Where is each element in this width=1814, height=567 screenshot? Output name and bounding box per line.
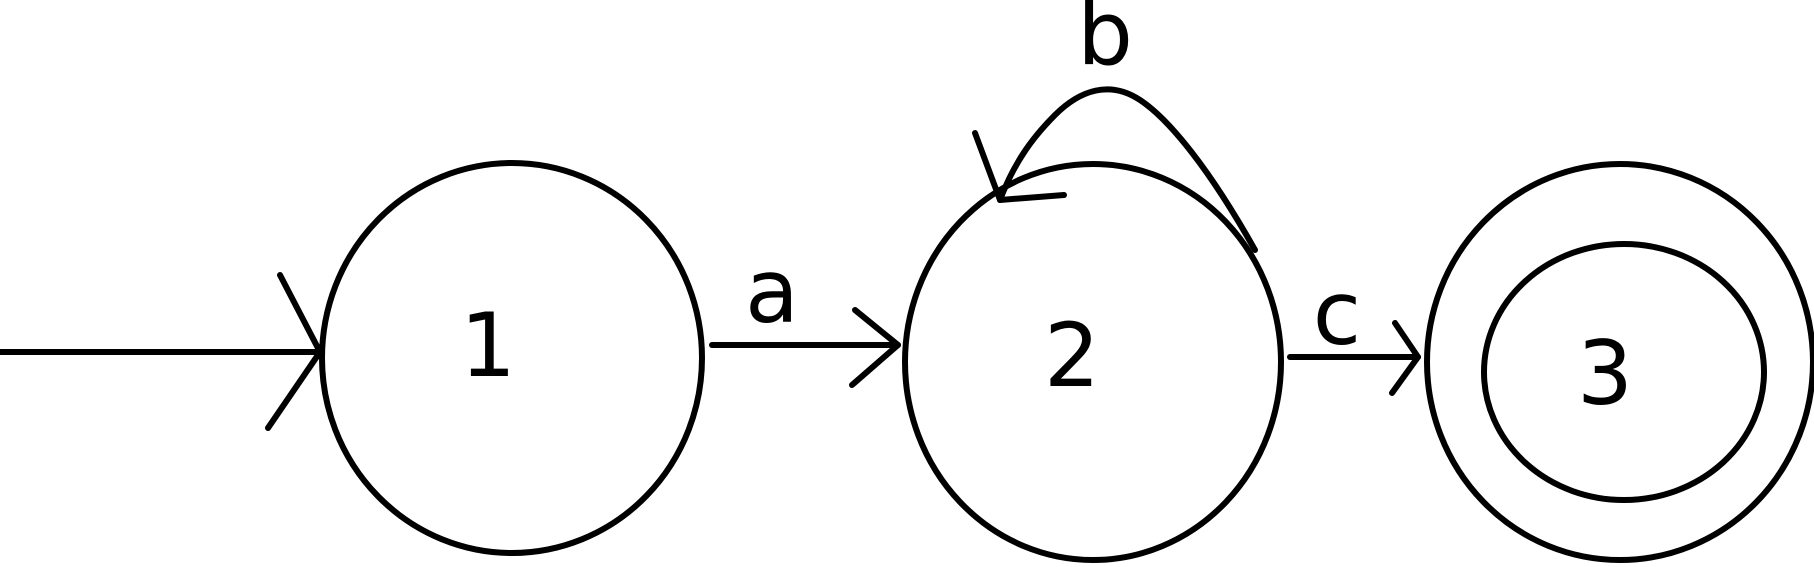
transition-2-2-label: b [1077,0,1133,85]
state-1-label: 1 [460,294,516,397]
state-3-label: 3 [1577,322,1633,425]
transition-1-2: a [709,240,901,388]
start-arrow [0,272,323,431]
state-3-inner-circle [1481,241,1767,503]
state-2-label: 2 [1044,304,1100,407]
state-3-outer-circle [1424,161,1814,563]
transition-2-2: b [972,0,1258,253]
state-2: 2 [902,161,1284,563]
transition-2-2-loop [997,86,1258,253]
transition-1-2-head [849,307,901,388]
transition-1-2-label: a [745,240,799,343]
state-1-circle [319,160,705,556]
transition-2-3-head [1389,320,1421,396]
transition-2-3: c [1287,262,1421,396]
state-1: 1 [319,160,705,556]
state-3: 3 [1424,161,1814,563]
state-2-circle [902,161,1284,563]
transition-2-3-label: c [1313,262,1361,365]
transition-2-2-head [972,130,1067,203]
